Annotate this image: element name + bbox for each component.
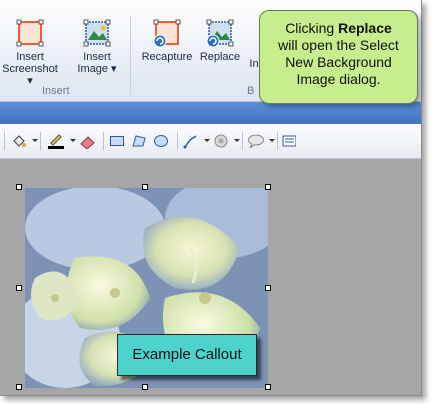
toolbar-separator <box>242 132 243 150</box>
line-dropdown-icon[interactable] <box>204 139 210 142</box>
toolbar-separator <box>4 132 5 150</box>
stamp-icon[interactable] <box>213 133 229 149</box>
polygon-icon[interactable] <box>131 133 147 149</box>
stamp-dropdown-icon[interactable] <box>234 139 240 142</box>
line-arrow-icon[interactable] <box>183 133 199 149</box>
replace-button[interactable]: Replace <box>197 18 243 63</box>
recapture-label: Recapture <box>141 51 193 63</box>
insert-image-label-2: Image ▾ <box>77 63 117 75</box>
screenshot-icon <box>15 18 45 48</box>
resize-handle-bottom[interactable] <box>142 384 148 390</box>
partial-ribbon-button[interactable]: In <box>244 58 264 70</box>
text-box-icon[interactable] <box>282 133 297 149</box>
bubble-line-2: will open the Select <box>278 37 399 53</box>
insert-screenshot-button[interactable]: Insert Screenshot ▾ <box>0 18 60 87</box>
group-label-insert: Insert <box>42 85 70 97</box>
toolbar-separator <box>103 132 104 150</box>
toolbar-separator <box>277 132 278 150</box>
partial-label: In <box>249 58 259 70</box>
resize-handle-top[interactable] <box>142 184 148 190</box>
ribbon-separator <box>130 16 131 94</box>
eraser-icon[interactable] <box>79 133 97 150</box>
example-callout[interactable]: Example Callout <box>117 334 257 376</box>
bubble-line-4: Image dialog. <box>296 71 381 87</box>
fill-bucket-icon[interactable] <box>11 133 27 149</box>
recapture-button[interactable]: Recapture <box>138 18 196 63</box>
recapture-icon <box>152 18 182 48</box>
group-label-background: B <box>247 85 255 97</box>
bubble-line-1: Clicking Replace <box>260 20 417 37</box>
resize-handle-top-left[interactable] <box>16 184 22 190</box>
resize-handle-left[interactable] <box>16 285 22 291</box>
insert-screenshot-label-1: Insert <box>16 51 44 63</box>
rectangle-icon[interactable] <box>109 133 125 149</box>
insert-screenshot-label-2: Screenshot ▾ <box>2 63 58 87</box>
ellipse-icon[interactable] <box>153 133 169 149</box>
drawing-toolbar <box>0 124 421 159</box>
insert-image-label-1: Insert <box>83 51 111 63</box>
replace-icon <box>205 18 235 48</box>
bubble-line-1-prefix: Clicking <box>285 20 339 36</box>
pen-color-icon[interactable] <box>47 133 65 149</box>
resize-handle-right[interactable] <box>265 285 271 291</box>
resize-handle-top-right[interactable] <box>265 184 271 190</box>
toolbar-separator <box>40 132 41 150</box>
toolbar-separator <box>177 132 178 150</box>
bubble-line-3: New Background <box>285 54 392 70</box>
callout-shape-icon[interactable] <box>247 133 265 149</box>
callout-dropdown-icon[interactable] <box>269 139 275 142</box>
ribbon-bottom-strip <box>0 102 421 124</box>
fill-dropdown-icon[interactable] <box>32 139 38 142</box>
insert-image-button[interactable]: Insert Image ▾ <box>72 18 122 75</box>
resize-handle-bottom-left[interactable] <box>16 384 22 390</box>
image-icon <box>82 18 112 48</box>
explanation-callout: Clicking Replace will open the Select Ne… <box>259 10 418 104</box>
replace-label: Replace <box>199 51 241 63</box>
bubble-line-1-bold: Replace <box>338 20 392 36</box>
pen-dropdown-icon[interactable] <box>70 139 76 142</box>
resize-handle-bottom-right[interactable] <box>265 384 271 390</box>
